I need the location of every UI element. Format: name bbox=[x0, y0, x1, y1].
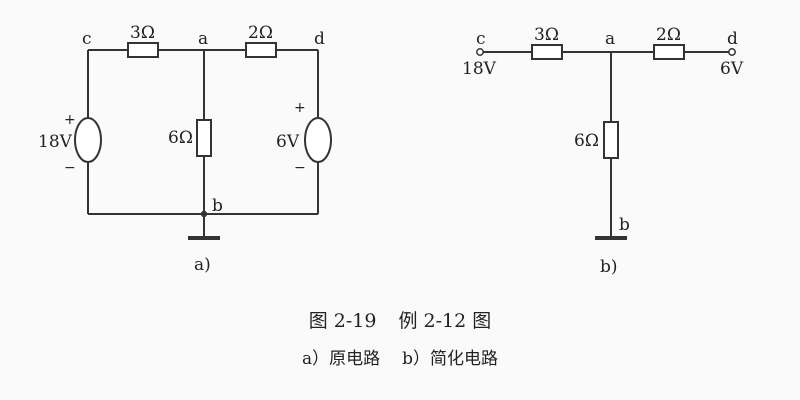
subcaption-a: a）原电路 bbox=[301, 349, 381, 369]
plus-sign-6v: + bbox=[294, 100, 306, 116]
resistor-2ohm-b bbox=[653, 44, 685, 60]
minus-sign-6v: − bbox=[294, 160, 306, 176]
label-18v: 18V bbox=[38, 132, 73, 152]
figure-caption: 图 2-19 例 2-12 图 bbox=[0, 306, 800, 333]
node-label-a: a bbox=[198, 29, 208, 49]
label-6ohm-b: 6Ω bbox=[574, 131, 599, 151]
sublabel-b: b) bbox=[600, 257, 618, 277]
terminal-c bbox=[476, 48, 484, 56]
node-label-d-b: d bbox=[727, 29, 738, 49]
node-label-b-b: b bbox=[619, 215, 630, 235]
label-2ohm: 2Ω bbox=[248, 23, 273, 43]
figure-a-original-circuit: c 3Ω a 2Ω d + 18V − 6Ω + 6V − b a) bbox=[38, 23, 332, 275]
label-6v: 6V bbox=[276, 132, 300, 152]
voltage-source-6v bbox=[304, 117, 332, 163]
subcaption-b: b）简化电路 bbox=[402, 349, 499, 369]
resistor-3ohm bbox=[127, 42, 159, 58]
resistor-2ohm bbox=[245, 42, 277, 58]
node-label-b: b bbox=[212, 196, 223, 216]
voltage-source-18v bbox=[74, 117, 102, 163]
minus-sign-18v: − bbox=[64, 160, 76, 176]
figure-number: 图 2-19 bbox=[308, 310, 377, 332]
node-label-d: d bbox=[314, 29, 325, 49]
figure-b-simplified-circuit: c 18V 3Ω a 2Ω d 6V 6Ω b b) bbox=[462, 25, 744, 277]
node-label-c: c bbox=[82, 29, 92, 49]
label-2ohm-b: 2Ω bbox=[656, 25, 681, 45]
label-6ohm: 6Ω bbox=[168, 128, 193, 148]
label-3ohm: 3Ω bbox=[130, 23, 155, 43]
example-reference: 例 2-12 图 bbox=[398, 310, 492, 332]
resistor-3ohm-b bbox=[531, 44, 563, 60]
sublabel-a: a) bbox=[194, 255, 211, 275]
label-6v-b: 6V bbox=[720, 59, 744, 79]
terminal-d bbox=[728, 48, 736, 56]
label-18v-b: 18V bbox=[462, 59, 497, 79]
plus-sign-18v: + bbox=[64, 112, 76, 128]
node-label-a-b: a bbox=[605, 29, 615, 49]
resistor-6ohm-b bbox=[603, 121, 619, 159]
node-label-c-b: c bbox=[476, 29, 486, 49]
figure-subcaption: a）原电路 b）简化电路 bbox=[0, 344, 800, 369]
label-3ohm-b: 3Ω bbox=[534, 25, 559, 45]
node-b-dot bbox=[200, 210, 208, 218]
resistor-6ohm bbox=[196, 119, 212, 157]
